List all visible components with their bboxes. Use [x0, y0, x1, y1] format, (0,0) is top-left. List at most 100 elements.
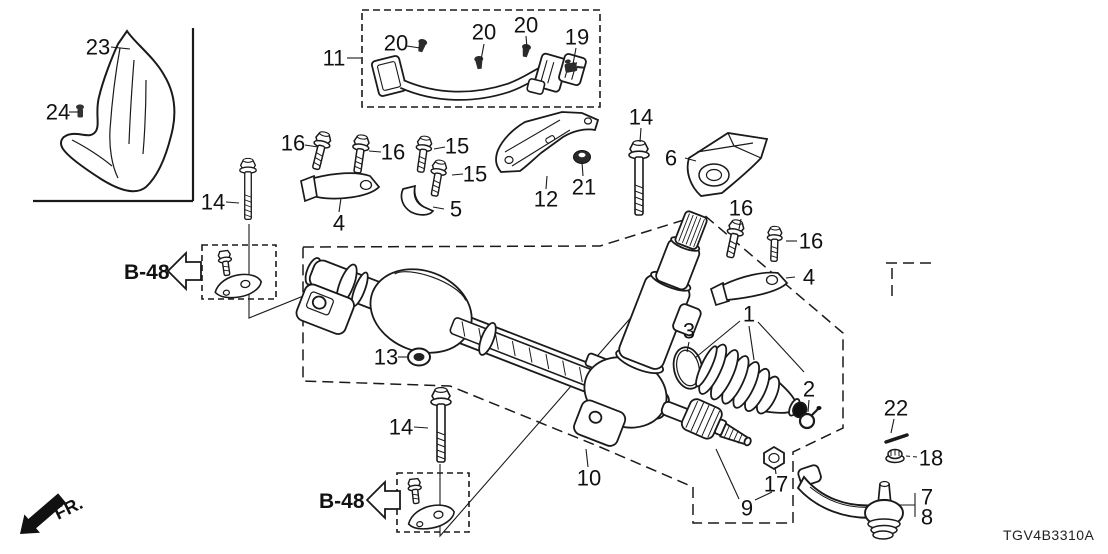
- leader-line: [406, 45, 421, 49]
- b48-arrow-icon: [365, 479, 401, 521]
- callout-24[interactable]: 24: [46, 100, 70, 125]
- leader-line: [480, 43, 485, 61]
- b48-label-bottom: B-48: [319, 490, 365, 513]
- leader-line: [585, 448, 589, 468]
- front-arrow-icon: [20, 493, 66, 534]
- leader-line: [754, 491, 773, 501]
- leader-line: [545, 175, 548, 190]
- callout-4[interactable]: 4: [333, 211, 345, 236]
- callout-2[interactable]: 2: [803, 377, 815, 402]
- bracket-12-drawing: [495, 111, 600, 173]
- bracket-5-drawing: [400, 184, 435, 216]
- callout-7[interactable]: 7: [921, 485, 933, 510]
- grommet-13-drawing: [407, 347, 431, 367]
- callout-20[interactable]: 20: [472, 20, 496, 45]
- leader-line: [225, 201, 240, 204]
- body-reference-corner: [33, 28, 195, 203]
- cover-plate-drawing: [60, 29, 176, 193]
- leader-line: [572, 47, 577, 65]
- leader-line: [774, 466, 777, 475]
- callout-16[interactable]: 16: [799, 229, 823, 254]
- callout-8[interactable]: 8: [921, 505, 933, 530]
- leader-line: [785, 276, 796, 279]
- leader-line: [433, 146, 446, 150]
- harness-clip-icon: [520, 43, 532, 58]
- leader-line: [807, 399, 810, 413]
- clip-24-drawing: [76, 104, 84, 118]
- leader-line: [686, 341, 690, 353]
- leader-line: [338, 197, 342, 213]
- lock-nut-17-drawing: [763, 445, 785, 471]
- harness-clip-icon: [415, 38, 428, 53]
- callout-16[interactable]: 16: [281, 131, 305, 156]
- leader-line: [757, 321, 805, 373]
- leader-line: [368, 150, 382, 153]
- harness-clip-icon: [473, 55, 485, 70]
- b48-ref-bottom: B-48: [319, 479, 401, 521]
- leader-line: [684, 157, 697, 162]
- front-direction-indicator: FR.: [20, 493, 86, 534]
- callout-23[interactable]: 23: [86, 35, 110, 60]
- leader-line: [432, 206, 445, 210]
- callout-18[interactable]: 18: [919, 446, 943, 471]
- callout-21[interactable]: 21: [572, 175, 596, 200]
- callout-17[interactable]: 17: [764, 472, 788, 497]
- stiffener-bracket-left-drawing: [300, 172, 381, 203]
- stiffener-bracket-right-drawing: [709, 271, 789, 307]
- leader-line: [304, 144, 319, 148]
- callout-5[interactable]: 5: [450, 197, 462, 222]
- dust-boot-drawing: [695, 343, 808, 419]
- callout-20[interactable]: 20: [384, 31, 408, 56]
- leader-line: [738, 218, 742, 230]
- rack-end-drawing: [680, 398, 752, 447]
- callout-11[interactable]: 11: [323, 46, 346, 71]
- callout-22[interactable]: 22: [884, 396, 908, 421]
- leader-line: [639, 127, 642, 143]
- leader-line: [748, 325, 755, 361]
- leader-line: [890, 418, 895, 434]
- b48-ref-top: B-48: [124, 250, 202, 292]
- assembly-group-dashed-outline: [302, 213, 935, 524]
- callout-10[interactable]: 10: [577, 466, 601, 491]
- leader-line: [905, 455, 918, 458]
- nut-18-drawing: [885, 448, 905, 464]
- callout-20[interactable]: 20: [514, 13, 538, 38]
- harness-dashed-box: [361, 9, 601, 108]
- mount-bracket-6-drawing: [686, 132, 769, 197]
- callout-16[interactable]: 16: [729, 196, 753, 221]
- callout-6[interactable]: 6: [665, 146, 677, 171]
- callout-4[interactable]: 4: [803, 265, 815, 290]
- callout-15[interactable]: 15: [463, 162, 487, 187]
- leader-line: [694, 320, 741, 359]
- b48-dashed-box-top: [201, 244, 277, 300]
- callout-14[interactable]: 14: [629, 105, 653, 130]
- harness-drawing: [371, 38, 587, 101]
- callout-9[interactable]: 9: [741, 496, 753, 521]
- diagram-code: TGV4B3310A: [1003, 527, 1095, 543]
- pin-22-drawing: [884, 433, 909, 444]
- push-nut-21-drawing: [573, 150, 591, 164]
- callout-14[interactable]: 14: [201, 190, 225, 215]
- callout-19[interactable]: 19: [565, 25, 589, 50]
- harness-clip-19-icon: [564, 59, 585, 73]
- b48-arrow-icon: [166, 250, 202, 292]
- callout-15[interactable]: 15: [445, 134, 469, 159]
- gearbox-assembly-drawing: [295, 210, 709, 447]
- callout-16[interactable]: 16: [381, 140, 405, 165]
- boot-clip-2-drawing: [798, 406, 822, 430]
- leader-line: [525, 35, 528, 49]
- callout-1[interactable]: 1: [743, 302, 755, 327]
- leader-line: [413, 426, 429, 429]
- leader-line: [451, 173, 464, 176]
- leader-line: [581, 161, 584, 177]
- leader-line: [715, 448, 740, 500]
- callout-14[interactable]: 14: [389, 415, 413, 440]
- callout-13[interactable]: 13: [374, 345, 398, 370]
- callout-12[interactable]: 12: [534, 187, 558, 212]
- tie-rod-end-drawing: [796, 464, 904, 540]
- b48-label-top: B-48: [124, 261, 170, 284]
- callout-3[interactable]: 3: [683, 319, 695, 344]
